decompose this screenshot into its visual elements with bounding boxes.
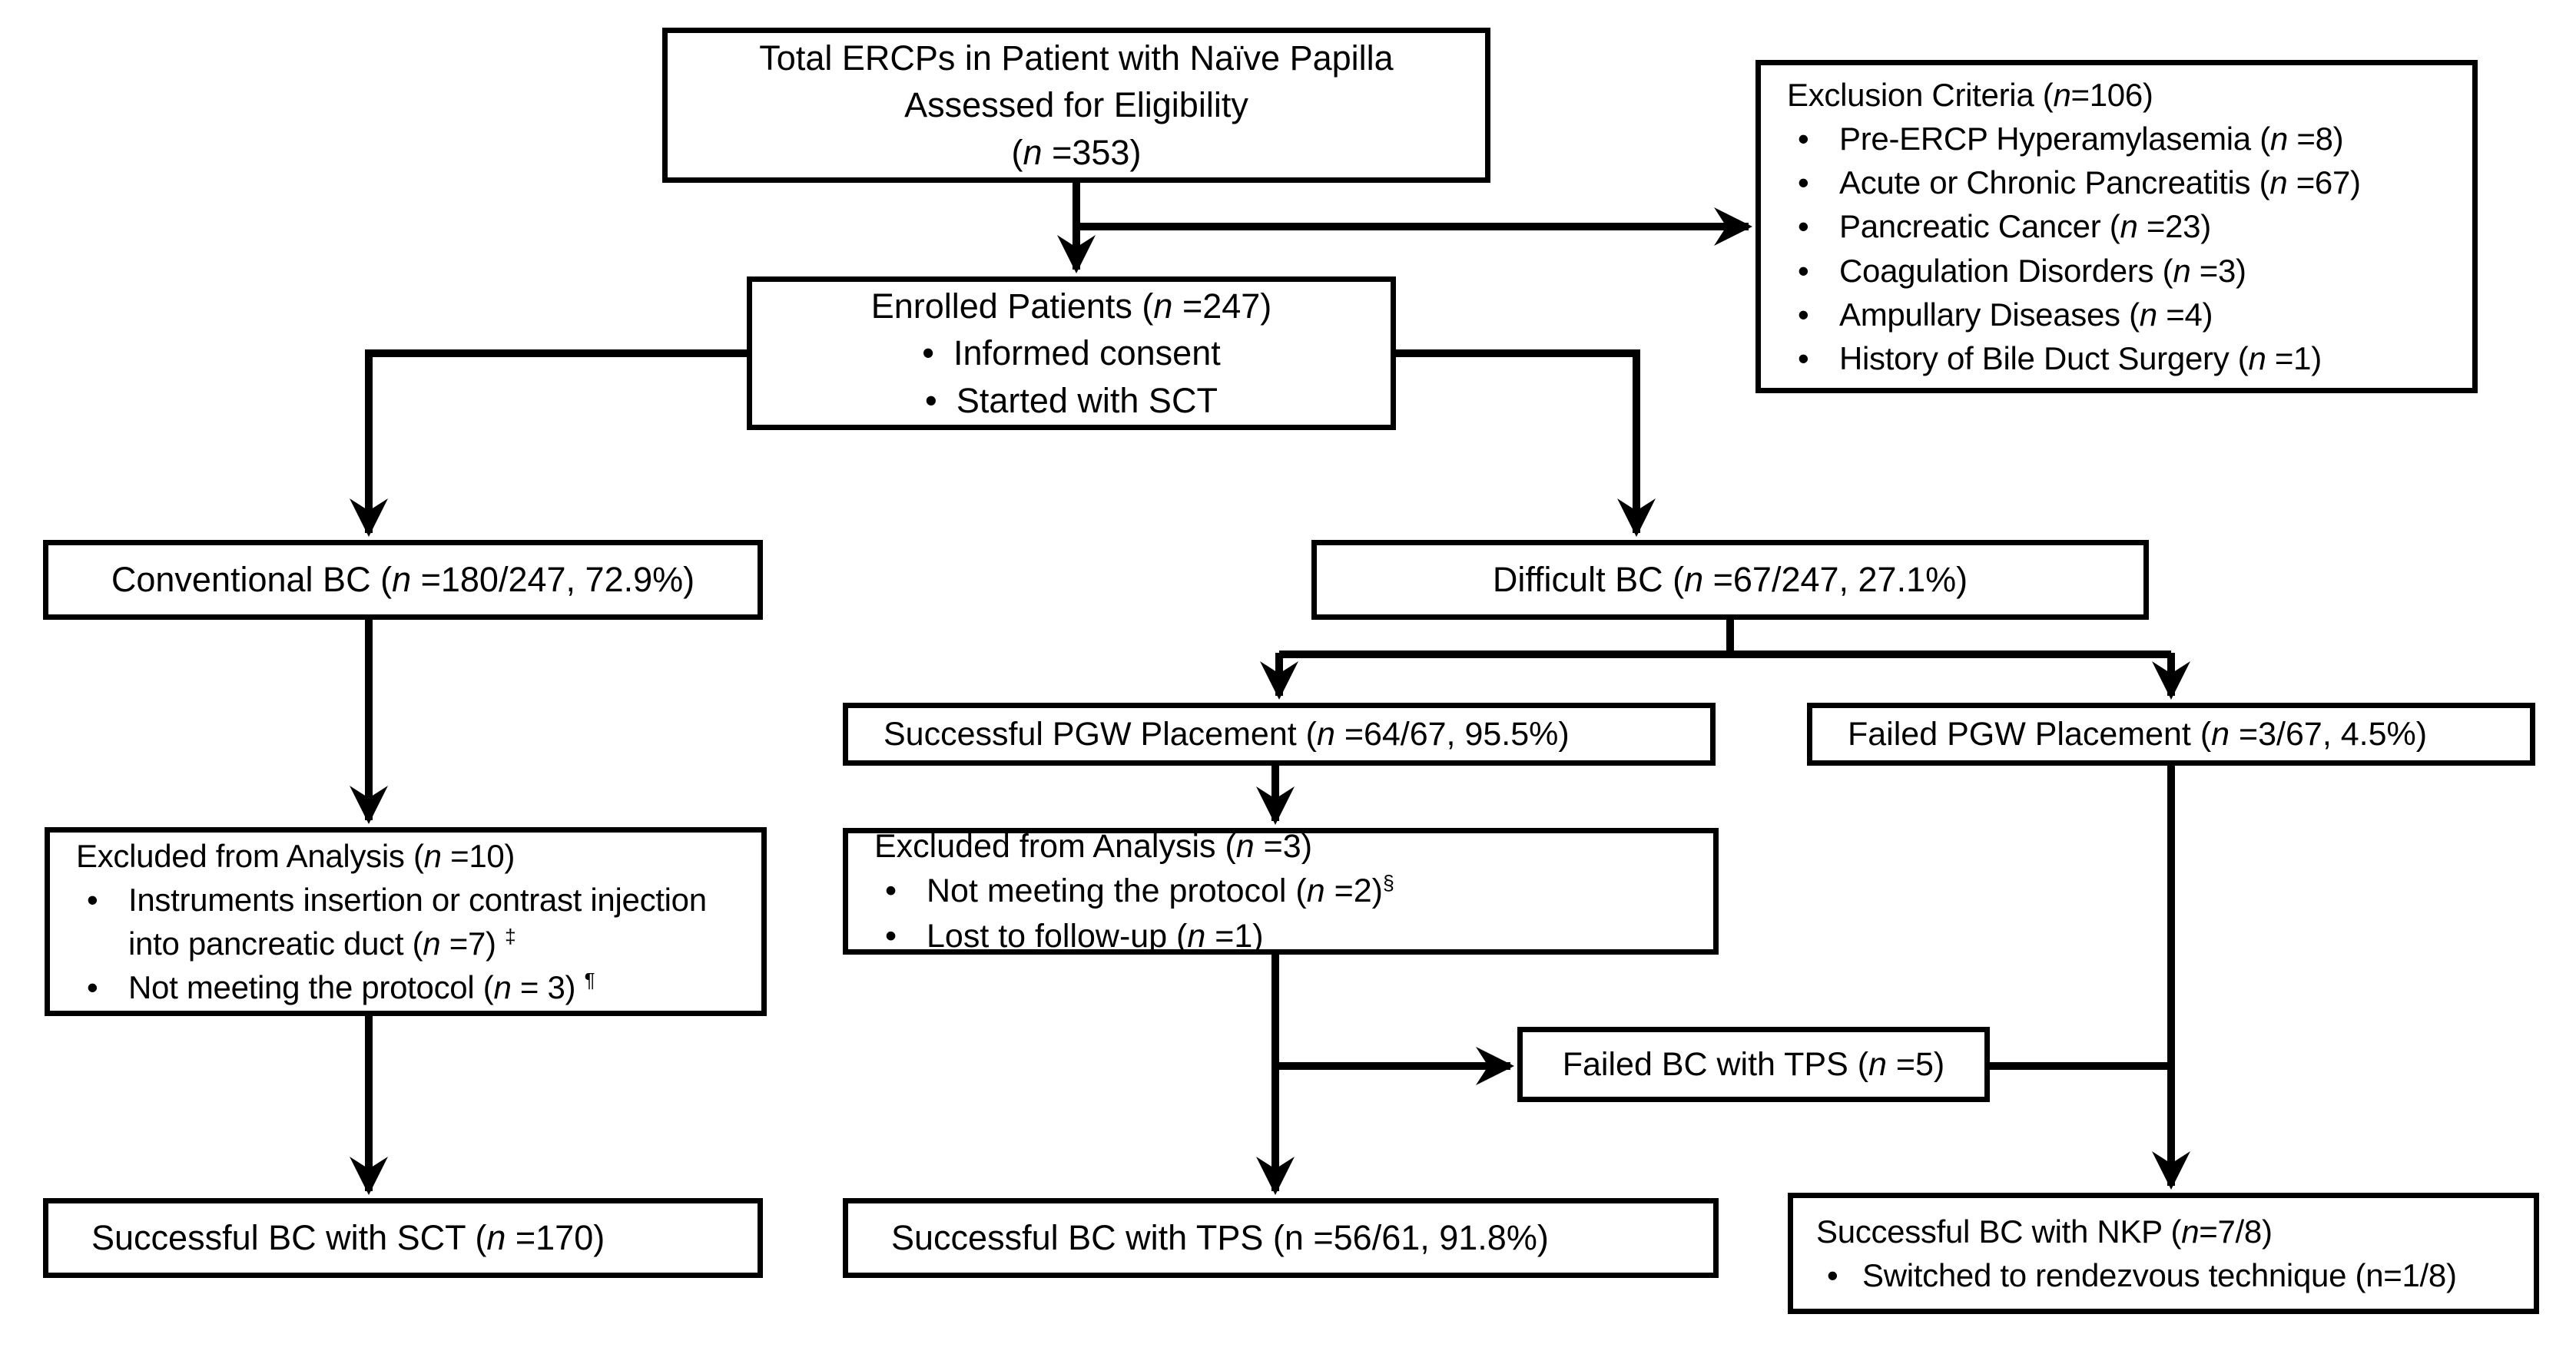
bullet-icon: • bbox=[1798, 121, 1809, 157]
conventional-label: Conventional BC (n =180/247, 72.9%) bbox=[111, 560, 695, 600]
bullet-icon: • bbox=[87, 881, 98, 918]
exclusion-title: Exclusion Criteria (n=106) bbox=[1787, 77, 2153, 114]
excluded10-item: •Instruments insertion or contrast injec… bbox=[76, 878, 752, 965]
total-n: (n =353) bbox=[1011, 132, 1142, 172]
pgw-failed-label: Failed PGW Placement (n =3/67, 4.5%) bbox=[1848, 715, 2428, 753]
box-conventional-bc: Conventional BC (n =180/247, 72.9%) bbox=[43, 540, 763, 620]
excluded10-title: Excluded from Analysis (n =10) bbox=[76, 837, 516, 874]
box-difficult-bc: Difficult BC (n =67/247, 27.1%) bbox=[1311, 540, 2149, 620]
exclusion-item: •Coagulation Disorders (n =3) bbox=[1787, 249, 2465, 293]
box-success-tps: Successful BC with TPS (n =56/61, 91.8%) bbox=[843, 1198, 1719, 1278]
footnote-mark: ¶ bbox=[584, 968, 595, 992]
success-nkp-title: Successful BC with NKP (n=7/8) bbox=[1816, 1213, 2273, 1250]
connector-enrolled-to-difficult bbox=[1396, 349, 1656, 537]
success-sct-label: Successful BC with SCT (n =170) bbox=[91, 1218, 605, 1258]
box-pgw-success: Successful PGW Placement (n =64/67, 95.5… bbox=[843, 703, 1716, 766]
enrolled-bullet: • Started with SCT bbox=[925, 380, 1218, 420]
total-line1: Total ERCPs in Patient with Naïve Papill… bbox=[759, 38, 1394, 78]
total-line2: Assessed for Eligibility bbox=[904, 85, 1248, 125]
exclusion-item: •Ampullary Diseases (n =4) bbox=[1787, 293, 2465, 336]
footnote-mark: ‡ bbox=[505, 925, 516, 948]
connector-enrolled-to-conventional bbox=[350, 349, 747, 537]
excluded3-item: •Not meeting the protocol (n =2)§ bbox=[874, 869, 1704, 913]
exclusion-item: •Pancreatic Cancer (n =23) bbox=[1787, 204, 2465, 248]
box-success-sct: Successful BC with SCT (n =170) bbox=[43, 1198, 763, 1278]
exclusion-item: •History of Bile Duct Surgery (n =1) bbox=[1787, 336, 2465, 380]
box-pgw-failed: Failed PGW Placement (n =3/67, 4.5%) bbox=[1807, 703, 2535, 766]
box-excluded-10: Excluded from Analysis (n =10) •Instrume… bbox=[45, 827, 767, 1016]
bullet-icon: • bbox=[1798, 208, 1809, 245]
excluded3-title: Excluded from Analysis (n =3) bbox=[874, 827, 1313, 865]
failed-tps-label: Failed BC with TPS (n =5) bbox=[1562, 1045, 1945, 1083]
bullet-icon: • bbox=[87, 969, 98, 1006]
box-excluded-3: Excluded from Analysis (n =3) •Not meeti… bbox=[843, 828, 1719, 955]
difficult-label: Difficult BC (n =67/247, 27.1%) bbox=[1492, 560, 1968, 600]
box-total-ercp: Total ERCPs in Patient with Naïve Papill… bbox=[662, 28, 1490, 183]
box-failed-bc-tps: Failed BC with TPS (n =5) bbox=[1517, 1027, 1990, 1102]
exclusion-item: •Pre-ERCP Hyperamylasemia (n =8) bbox=[1787, 117, 2465, 161]
box-exclusion-criteria: Exclusion Criteria (n=106) •Pre-ERCP Hyp… bbox=[1755, 60, 2478, 393]
excluded3-item: •Lost to follow-up (n =1) bbox=[874, 914, 1704, 958]
bullet-icon: • bbox=[922, 333, 954, 373]
bullet-icon: • bbox=[1798, 252, 1809, 289]
bullet-icon: • bbox=[925, 380, 956, 420]
enrolled-title: Enrolled Patients (n =247) bbox=[870, 286, 1272, 326]
success-nkp-bullet: •Switched to rendezvous technique (n=1/8… bbox=[1816, 1253, 2526, 1297]
bullet-icon: • bbox=[885, 872, 897, 910]
success-tps-label: Successful BC with TPS (n =56/61, 91.8%) bbox=[891, 1218, 1549, 1258]
box-success-nkp: Successful BC with NKP (n=7/8) •Switched… bbox=[1788, 1193, 2539, 1314]
bullet-icon: • bbox=[1798, 296, 1809, 333]
bullet-icon: • bbox=[885, 917, 897, 955]
exclusion-item: •Acute or Chronic Pancreatitis (n =67) bbox=[1787, 161, 2465, 204]
bullet-icon: • bbox=[1827, 1257, 1838, 1293]
pgw-success-label: Successful PGW Placement (n =64/67, 95.5… bbox=[884, 715, 1570, 753]
excluded10-item: •Not meeting the protocol (n = 3) ¶ bbox=[76, 965, 752, 1009]
bullet-icon: • bbox=[1798, 339, 1809, 376]
footnote-mark: § bbox=[1382, 871, 1394, 895]
enrolled-bullet: • Informed consent bbox=[922, 333, 1221, 373]
bullet-icon: • bbox=[1798, 164, 1809, 201]
box-enrolled-patients: Enrolled Patients (n =247) • Informed co… bbox=[747, 276, 1396, 430]
